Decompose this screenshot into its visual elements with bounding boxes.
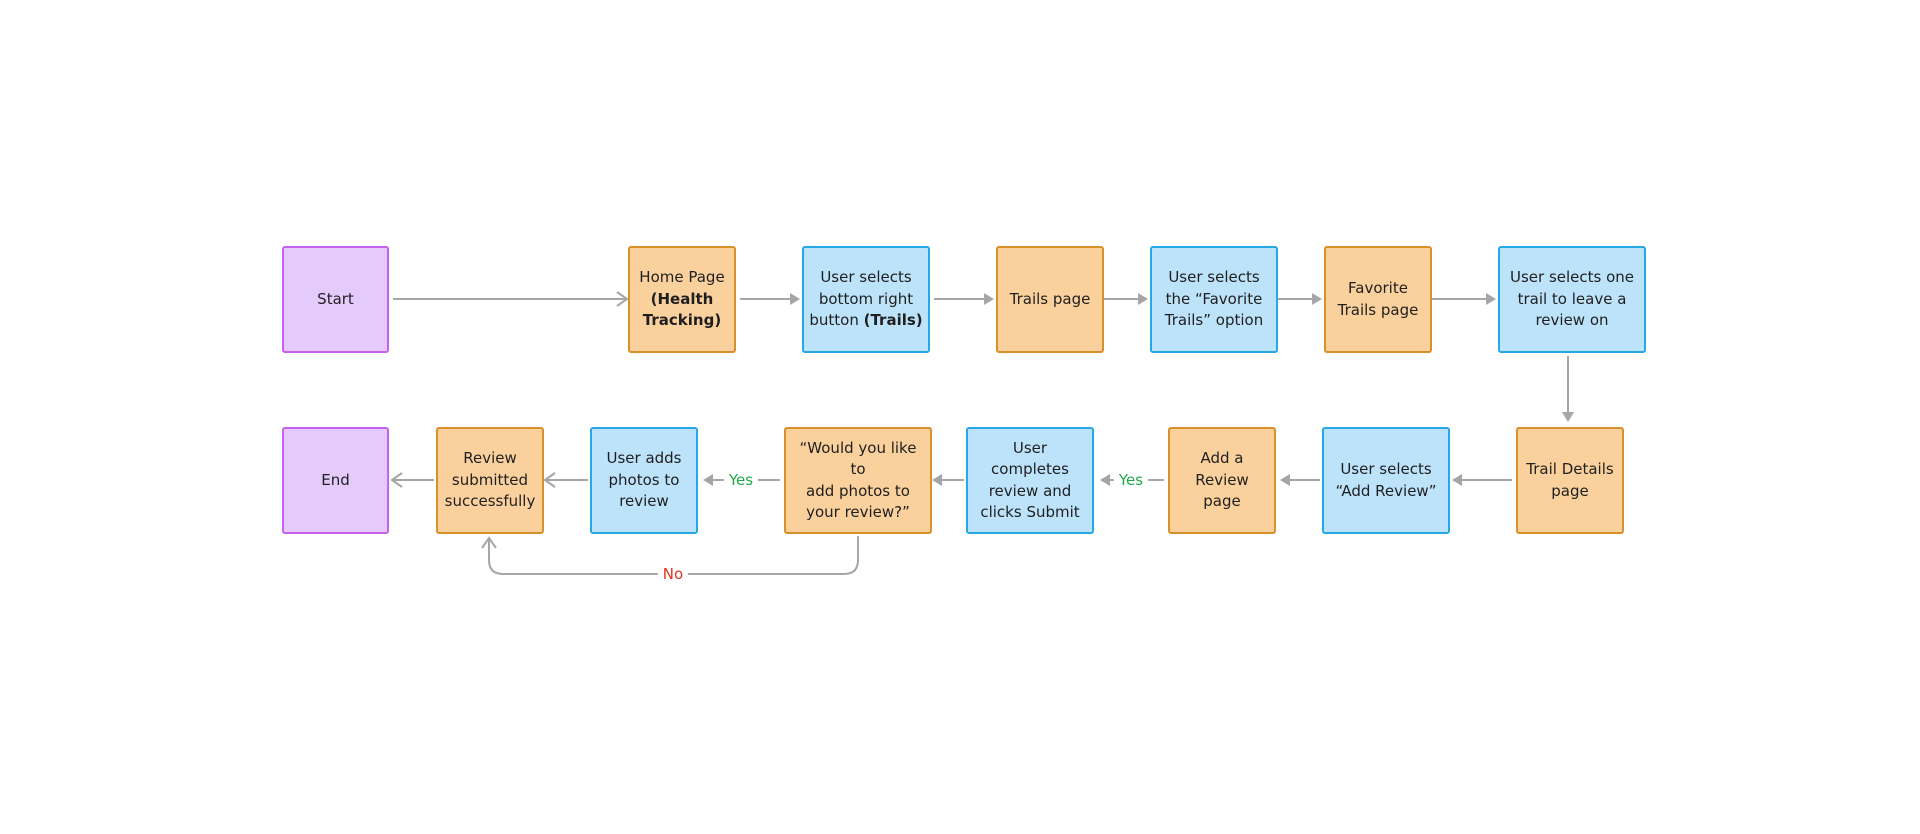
edge-label-yes-photos: Yes xyxy=(723,471,759,489)
node-favorite-line1: Favorite xyxy=(1348,279,1408,297)
node-select-one-trail: User selects one trail to leave a review… xyxy=(1498,246,1646,353)
node-trail-details-page: Trail Details page xyxy=(1516,427,1624,534)
arrowhead-11 xyxy=(703,474,713,486)
node-home-line1: Home Page xyxy=(639,268,725,287)
node-select-add-review: User selects “Add Review” xyxy=(1322,427,1450,534)
node-select-trails-line3-bold: (Trails) xyxy=(863,311,923,330)
node-add-review-line1: Add a xyxy=(1200,449,1244,468)
node-complete-line3: clicks Submit xyxy=(980,503,1080,521)
node-complete-line2: review and xyxy=(988,481,1072,500)
arrowhead-4 xyxy=(1312,293,1322,305)
node-select-trails-line3: button xyxy=(809,311,864,330)
node-select-favorite-line3: Trails” option xyxy=(1164,311,1264,330)
edge-no-loop-arrowhead xyxy=(481,536,497,549)
node-select-favorite-line1: User selects xyxy=(1168,268,1260,287)
node-home-line2: (Health xyxy=(650,289,714,308)
edge-label-no: No xyxy=(657,565,689,583)
node-complete-review: User completes review and clicks Submit xyxy=(966,427,1094,534)
node-home-line3: Tracking) xyxy=(642,311,722,330)
node-select-one-line2: trail to leave a xyxy=(1517,289,1627,308)
node-select-add-line2: “Add Review” xyxy=(1335,481,1437,500)
arrowhead-1 xyxy=(790,293,800,305)
node-add-review-line2: Review page xyxy=(1195,470,1249,511)
node-start-label: Start xyxy=(317,289,354,308)
node-select-favorite-line2: the “Favorite xyxy=(1165,289,1263,308)
node-photos-question: “Would you like to add photos to your re… xyxy=(784,427,932,534)
arrowhead-2 xyxy=(984,293,994,305)
node-end: End xyxy=(282,427,389,534)
arrowhead-6 xyxy=(1562,412,1574,422)
node-favorite-trails-page: Favorite Trails page xyxy=(1324,246,1432,353)
node-submitted-line2: submitted xyxy=(451,470,529,489)
edge-start-to-home-arrowhead xyxy=(616,291,629,307)
node-question-line3: your review?” xyxy=(806,503,910,521)
edge-photos-to-submitted-arrowhead xyxy=(543,472,556,488)
node-submitted-line3: successfully xyxy=(444,492,536,511)
node-end-label: End xyxy=(321,470,350,489)
node-user-adds-photos: User adds photos to review xyxy=(590,427,698,534)
node-select-trails-line1: User selects xyxy=(820,268,912,287)
node-select-one-line1: User selects one xyxy=(1509,268,1635,287)
node-add-review-page: Add a Review page xyxy=(1168,427,1276,534)
node-trails-page: Trails page xyxy=(996,246,1104,353)
node-trail-details-line1: Trail Details xyxy=(1526,460,1614,478)
node-select-trails-button: User selects bottom right button (Trails… xyxy=(802,246,930,353)
node-question-line1: “Would you like to xyxy=(799,438,917,479)
node-select-one-line3: review on xyxy=(1535,311,1609,330)
arrowhead-10 xyxy=(932,474,942,486)
arrowhead-8 xyxy=(1280,474,1290,486)
node-add-photos-line2: photos to xyxy=(608,470,680,489)
node-select-trails-line2: bottom right xyxy=(818,289,914,308)
node-start: Start xyxy=(282,246,389,353)
node-review-submitted: Review submitted successfully xyxy=(436,427,544,534)
arrowhead-9 xyxy=(1100,474,1110,486)
node-submitted-line1: Review xyxy=(463,449,517,468)
node-question-line2: add photos to xyxy=(806,481,910,500)
edge-label-yes-submit: Yes xyxy=(1113,471,1149,489)
node-trail-details-line2: page xyxy=(1551,481,1589,500)
node-favorite-line2: Trails page xyxy=(1337,300,1419,319)
node-trails-page-label: Trails page xyxy=(1009,289,1091,308)
edge-submitted-to-end-arrowhead xyxy=(390,472,403,488)
arrowhead-5 xyxy=(1486,293,1496,305)
node-select-favorite: User selects the “Favorite Trails” optio… xyxy=(1150,246,1278,353)
arrowhead-7 xyxy=(1452,474,1462,486)
node-complete-line1: User completes xyxy=(991,438,1069,479)
node-add-photos-line3: review xyxy=(619,492,669,511)
node-select-add-line1: User selects xyxy=(1340,460,1432,478)
arrowhead-3 xyxy=(1138,293,1148,305)
node-add-photos-line1: User adds xyxy=(606,449,682,468)
node-home-page: Home Page (Health Tracking) xyxy=(628,246,736,353)
